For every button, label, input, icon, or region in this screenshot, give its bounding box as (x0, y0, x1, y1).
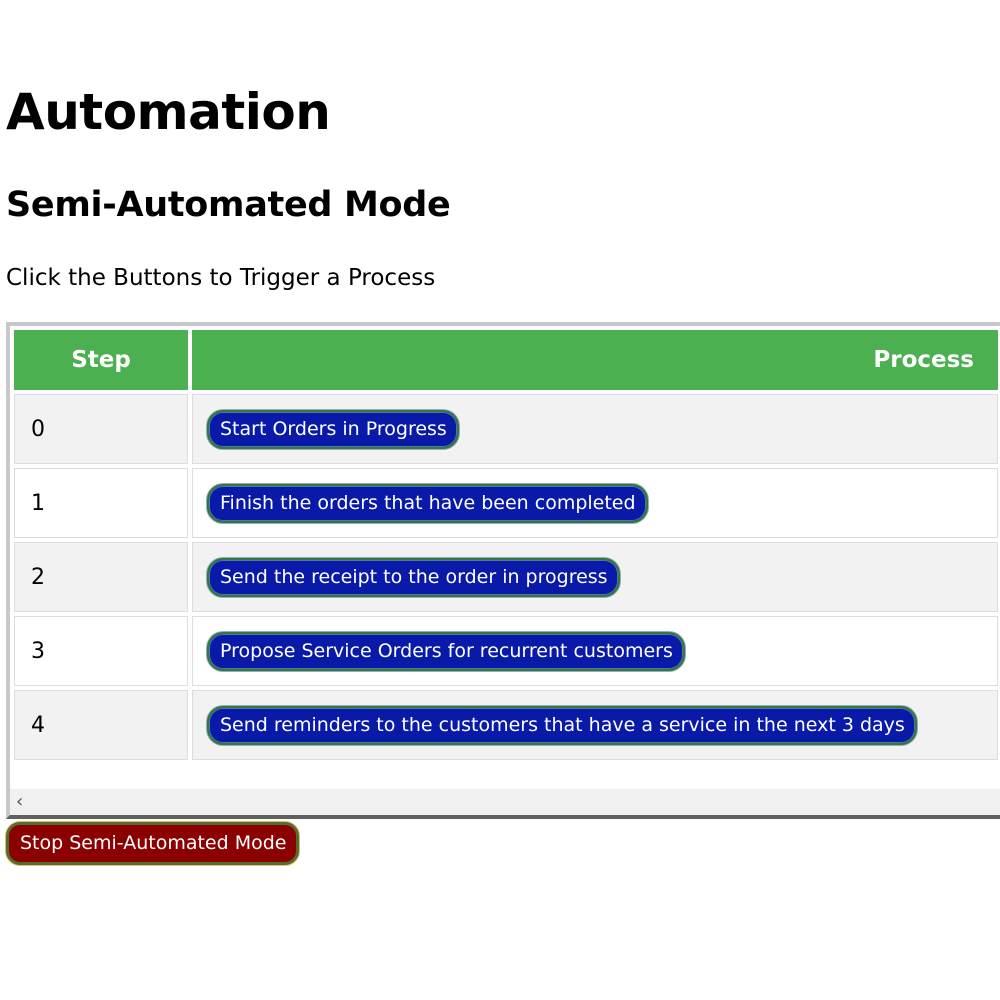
send-receipt-button[interactable]: Send the receipt to the order in progres… (207, 557, 620, 597)
step-cell: 1 (14, 468, 188, 538)
horizontal-scrollbar[interactable]: ‹ (10, 789, 1000, 815)
process-cell: Propose Service Orders for recurrent cus… (192, 616, 998, 686)
scroll-left-icon[interactable]: ‹ (16, 791, 24, 812)
process-column-header: Process (192, 330, 998, 390)
process-cell: Send reminders to the customers that hav… (192, 690, 998, 760)
step-cell: 3 (14, 616, 188, 686)
process-cell: Start Orders in Progress (192, 394, 998, 464)
table-row: 3 Propose Service Orders for recurrent c… (14, 616, 998, 686)
stop-semi-automated-mode-button[interactable]: Stop Semi-Automated Mode (6, 822, 300, 865)
table-row: 2 Send the receipt to the order in progr… (14, 542, 998, 612)
page-title: Automation (6, 83, 331, 141)
process-table: Step Process 0 Start Orders in Progress … (10, 326, 1000, 764)
step-column-header: Step (14, 330, 188, 390)
table-row: 4 Send reminders to the customers that h… (14, 690, 998, 760)
mode-heading: Semi-Automated Mode (6, 185, 451, 225)
start-orders-button[interactable]: Start Orders in Progress (207, 409, 459, 449)
propose-service-orders-button[interactable]: Propose Service Orders for recurrent cus… (207, 631, 685, 671)
step-cell: 4 (14, 690, 188, 760)
process-table-container: Step Process 0 Start Orders in Progress … (6, 322, 1000, 819)
finish-orders-button[interactable]: Finish the orders that have been complet… (207, 483, 648, 523)
table-row: 1 Finish the orders that have been compl… (14, 468, 998, 538)
send-reminders-button[interactable]: Send reminders to the customers that hav… (207, 705, 917, 745)
step-cell: 0 (14, 394, 188, 464)
process-cell: Send the receipt to the order in progres… (192, 542, 998, 612)
table-header-row: Step Process (14, 330, 998, 390)
process-cell: Finish the orders that have been complet… (192, 468, 998, 538)
step-cell: 2 (14, 542, 188, 612)
table-row: 0 Start Orders in Progress (14, 394, 998, 464)
instruction-text: Click the Buttons to Trigger a Process (6, 265, 436, 291)
